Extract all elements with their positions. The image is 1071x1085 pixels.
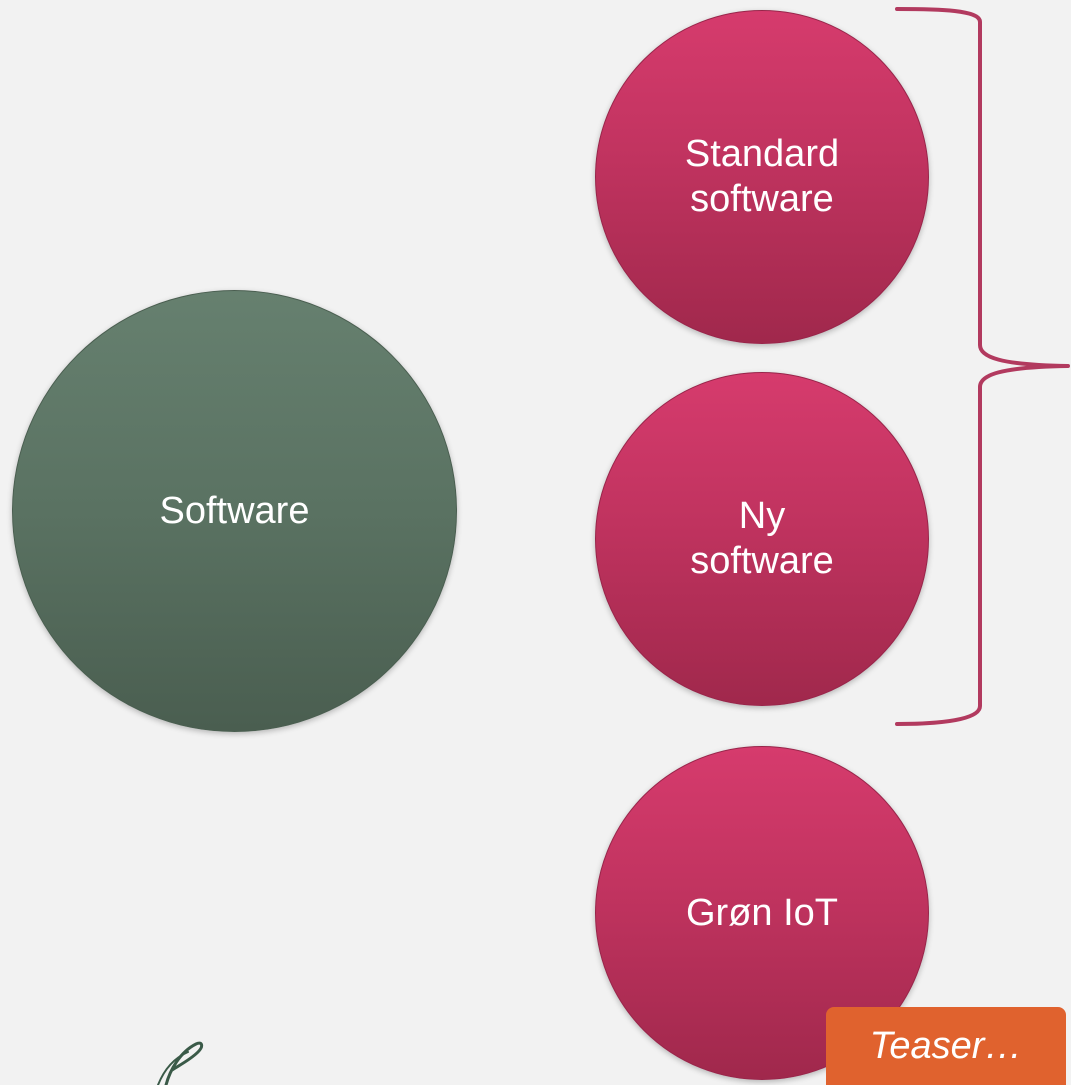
standard-software-label: Standard software (684, 133, 840, 220)
software-root-label: Software (159, 489, 310, 532)
teaser-label: Teaser… (869, 1024, 1023, 1067)
curly-bracket-path (895, 7, 1070, 726)
swirl-logo-icon (157, 1041, 204, 1085)
standard-software-circle: Standard software (595, 10, 929, 344)
ny-software-label: Ny software (690, 495, 834, 582)
gron-iot-label: Grøn IoT (685, 891, 839, 934)
software-root-circle: Software (12, 290, 457, 732)
gron-iot-circle: Grøn IoT (595, 746, 929, 1080)
ny-software-circle: Ny software (595, 372, 929, 706)
teaser-badge: Teaser… (826, 1007, 1066, 1085)
